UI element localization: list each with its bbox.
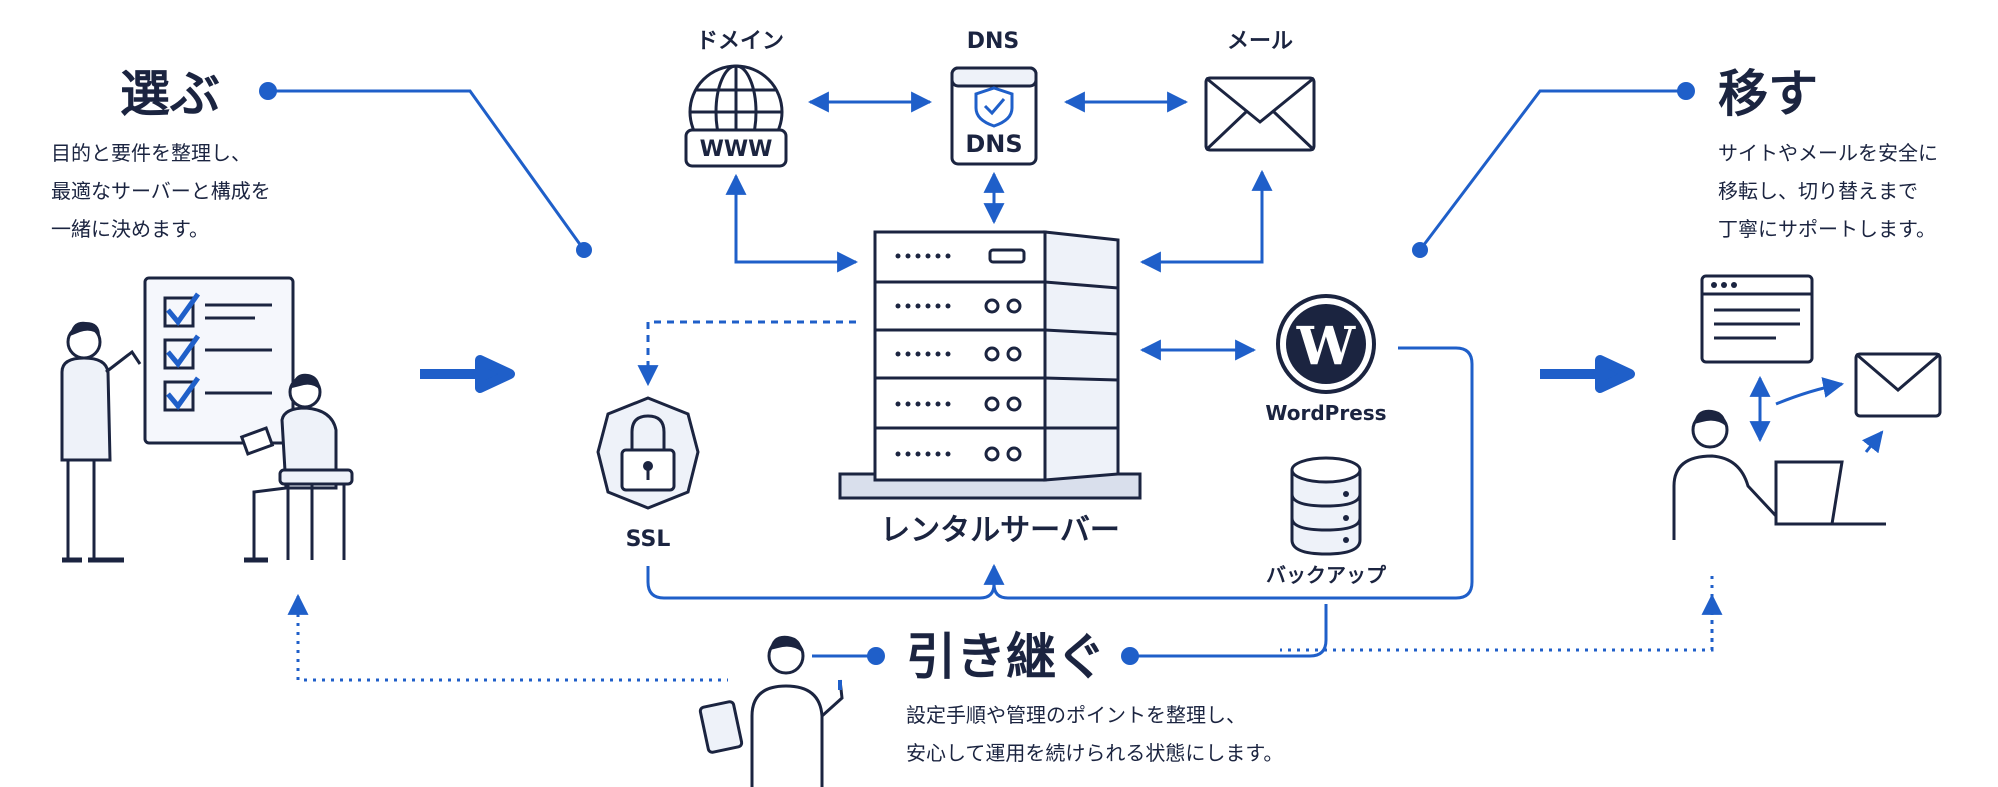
rental-server-rack-icon — [838, 230, 1142, 500]
migrate-section: 移す サイトやメールを安全に 移転し、切り替えまで 丁寧にサポートします。 — [1280, 65, 1942, 652]
dns-title-label: DNS — [967, 29, 1020, 54]
ssl-node: SSL — [596, 396, 700, 552]
migrate-title: 移す — [1718, 65, 1818, 123]
backup-node: バックアップ — [1266, 456, 1387, 587]
domain-node: ドメイン WWW — [684, 29, 788, 168]
envelope-icon — [1204, 76, 1316, 152]
mail-node: メール — [1204, 29, 1316, 152]
mail-label: メール — [1227, 29, 1293, 54]
backup-label: バックアップ — [1266, 563, 1387, 587]
wordpress-logo-icon: W — [1276, 294, 1376, 394]
server-ssl-dashed-connector — [637, 320, 856, 387]
mail-server-connector — [1139, 169, 1273, 273]
choose-line-3: 一緒に決めます。 — [51, 217, 209, 241]
choose-title: 選ぶ — [120, 65, 220, 123]
handover-line-2: 安心して運用を続けられる状態にします。 — [906, 741, 1283, 765]
choose-connector-end-dot — [576, 242, 592, 258]
handover-title: 引き継ぐ — [906, 628, 1106, 686]
handover-right-dot — [1121, 647, 1139, 665]
browser-window-icon — [1700, 274, 1814, 364]
migrate-line-1: サイトやメールを安全に — [1718, 141, 1938, 165]
dns-shield-icon: DNS — [950, 66, 1038, 166]
person-mail-connector — [1775, 377, 1845, 406]
handover-line-1: 設定手順や管理のポイントを整理し、 — [906, 703, 1246, 727]
choose-line-1: 目的と要件を整理し、 — [51, 141, 251, 165]
ssl-lock-icon — [596, 396, 700, 510]
migrate-connector-end-dot — [1412, 242, 1428, 258]
backup-handover-connector — [1130, 604, 1328, 658]
handover-section: 引き継ぐ 設定手順や管理のポイントを整理し、 安心して運用を続けられる状態にしま… — [287, 593, 1283, 787]
wordpress-node: W WordPress — [1265, 294, 1387, 425]
dns-node: DNS DNS — [950, 29, 1038, 166]
domain-label: ドメイン — [696, 29, 784, 54]
laptop-mail-connector — [1861, 430, 1884, 454]
rental-server-label: レンタルサーバー — [880, 513, 1120, 548]
choose-line-2: 最適なサーバーと構成を — [51, 179, 271, 203]
choose-section: 選ぶ 目的と要件を整理し、 最適なサーバーと構成を 一緒に決めます。 — [51, 65, 592, 563]
choose-connector-line — [268, 89, 586, 251]
ssl-bottom-bracket — [646, 563, 1005, 600]
choose-to-center-arrow-icon — [420, 355, 515, 393]
checklist-board-icon — [143, 276, 295, 445]
globe-www-icon: WWW — [684, 64, 788, 168]
dns-icon-label: DNS — [965, 130, 1022, 158]
www-label: WWW — [700, 137, 773, 162]
migrate-dotted-return — [1280, 576, 1714, 652]
migrate-connector-line — [1418, 89, 1686, 251]
migrate-line-2: 移転し、切り替えまで — [1718, 179, 1918, 203]
presenting-person-icon — [698, 635, 844, 787]
svg-text:W: W — [1296, 316, 1357, 377]
laptop-person-icon — [1672, 409, 1886, 540]
migrate-line-3: 丁寧にサポートします。 — [1718, 217, 1936, 241]
presenter-person-icon — [60, 321, 142, 563]
migrate-envelope-icon — [1854, 352, 1942, 418]
handover-dotted-line — [296, 596, 728, 682]
domain-server-connector — [725, 173, 859, 273]
ssl-label: SSL — [626, 527, 671, 552]
center-to-migrate-arrow-icon — [1540, 355, 1635, 393]
seated-person-icon — [239, 373, 354, 563]
wordpress-bottom-bracket — [992, 346, 1474, 600]
wordpress-label: WordPress — [1265, 401, 1386, 425]
database-icon — [1290, 456, 1362, 556]
